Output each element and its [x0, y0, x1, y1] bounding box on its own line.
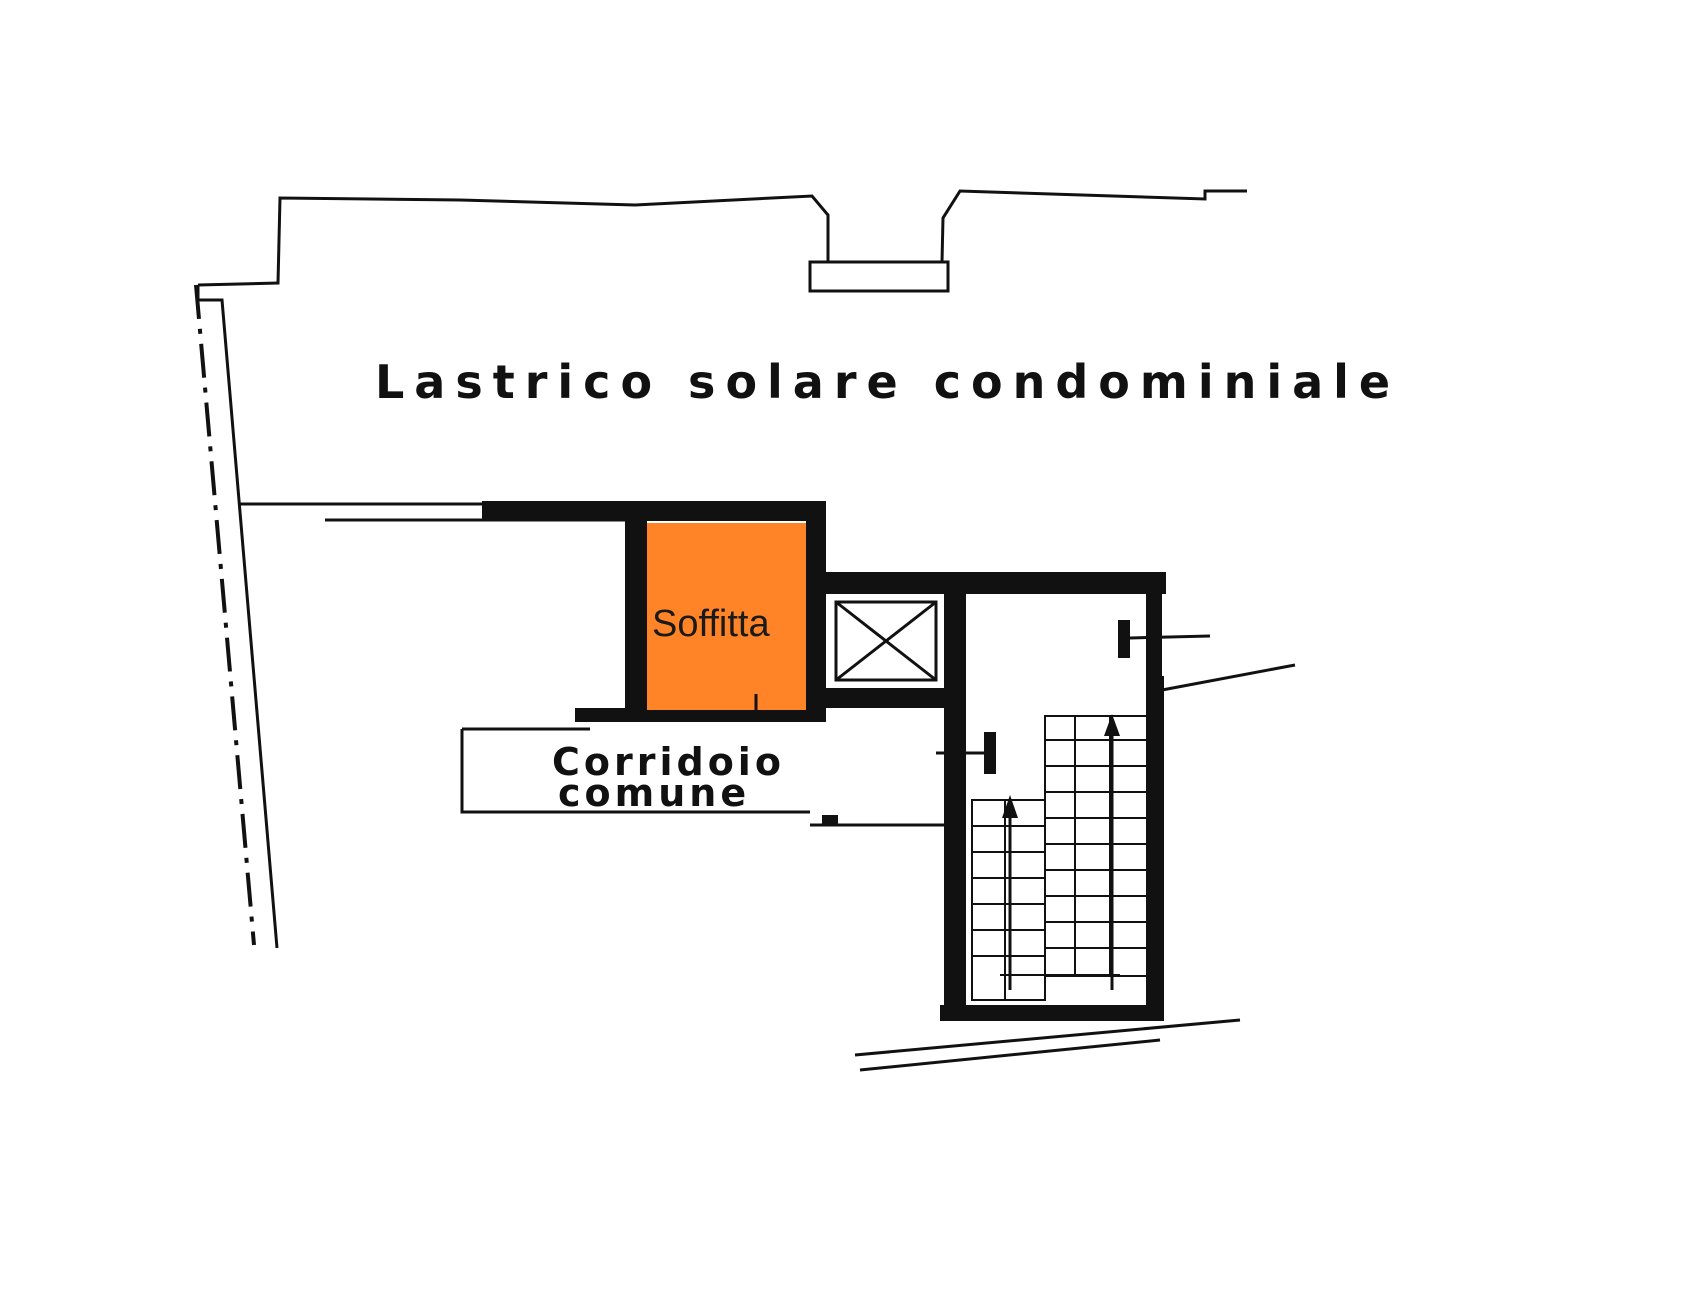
door-symbol-right	[1118, 620, 1211, 658]
wall-top-band	[482, 501, 826, 521]
stair-flight-left	[971, 799, 1120, 1001]
corridor-outline	[460, 729, 810, 814]
stair-flight-right	[1044, 715, 1151, 977]
corridor-label-line1: Corridoio	[552, 740, 785, 784]
attic-label: Soffitta	[652, 603, 770, 645]
roof-label: Lastrico solare condominiale	[375, 355, 1400, 409]
attic-wall-bottom	[575, 708, 826, 722]
door-symbol-left	[936, 732, 996, 774]
shaft-x-mark	[834, 600, 938, 682]
attic-wall-left	[625, 501, 647, 721]
corridor-wall-right	[822, 815, 838, 825]
stair-arrow-up	[1002, 795, 1018, 990]
stair-wall-right	[1150, 676, 1164, 1021]
parapet-box	[808, 260, 950, 293]
roof-outline	[197, 189, 1247, 287]
stair-arrow-right	[1104, 714, 1120, 990]
shaft-wall-top	[826, 572, 1166, 594]
stair-bottom-line-2	[859, 1038, 1161, 1072]
stair-wall-bottom	[940, 1005, 1162, 1021]
shaft-wall-bottom	[826, 688, 958, 708]
corridor-label-line2: comune	[558, 771, 750, 815]
stair-bottom-line	[854, 1018, 1241, 1057]
shaft-wall-right	[944, 594, 966, 708]
stair-right-hatch	[1161, 663, 1296, 692]
attic-wall-right	[806, 501, 826, 721]
left-boundary-inner	[196, 285, 279, 949]
attic-room	[647, 523, 806, 710]
stair-wall-left	[944, 708, 966, 1018]
left-boundary-dashdot	[194, 284, 256, 946]
